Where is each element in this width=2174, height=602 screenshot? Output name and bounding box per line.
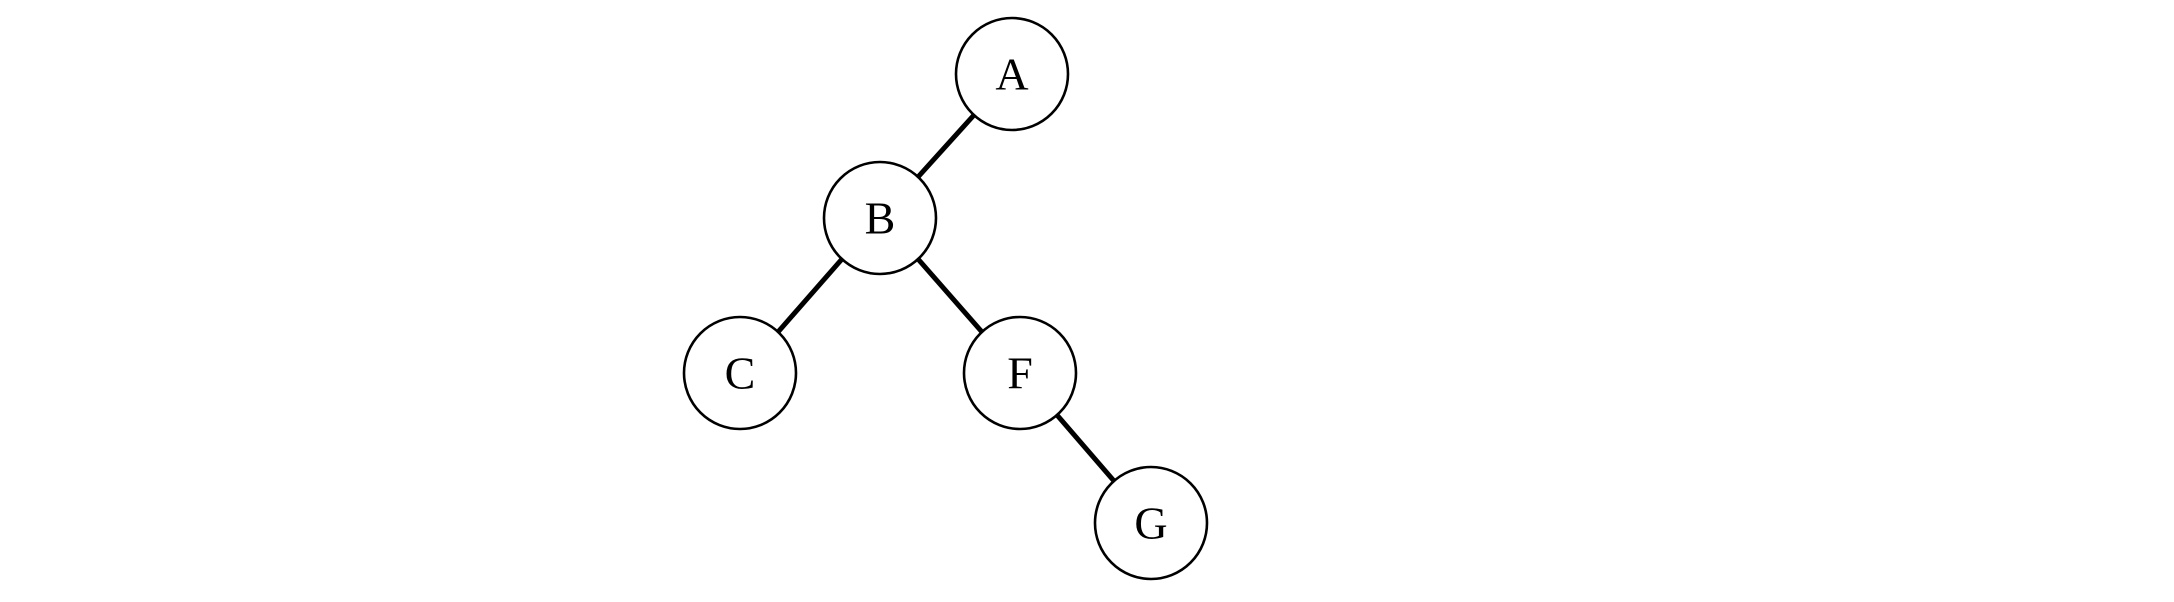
node-b-circle[interactable] xyxy=(822,160,938,276)
node-b-label: B xyxy=(865,193,896,244)
edge-a-b[interactable] xyxy=(916,113,976,179)
node-c-circle[interactable] xyxy=(682,315,798,431)
node-f-label: F xyxy=(1007,348,1033,399)
edge-b-f[interactable] xyxy=(916,257,984,334)
node-b[interactable]: B xyxy=(822,160,938,276)
node-a[interactable]: A xyxy=(954,16,1070,132)
node-layer: A B C F G xyxy=(682,16,1209,581)
node-g-circle[interactable] xyxy=(1093,465,1209,581)
node-a-label: A xyxy=(995,49,1028,100)
edge-layer xyxy=(776,113,1116,483)
node-a-circle[interactable] xyxy=(954,16,1070,132)
node-f[interactable]: F xyxy=(962,315,1078,431)
edge-f-g[interactable] xyxy=(1055,413,1116,483)
edge-b-c[interactable] xyxy=(776,257,844,334)
node-g-label: G xyxy=(1134,498,1167,549)
node-f-circle[interactable] xyxy=(962,315,1078,431)
node-c[interactable]: C xyxy=(682,315,798,431)
node-g[interactable]: G xyxy=(1093,465,1209,581)
node-c-label: C xyxy=(725,348,756,399)
